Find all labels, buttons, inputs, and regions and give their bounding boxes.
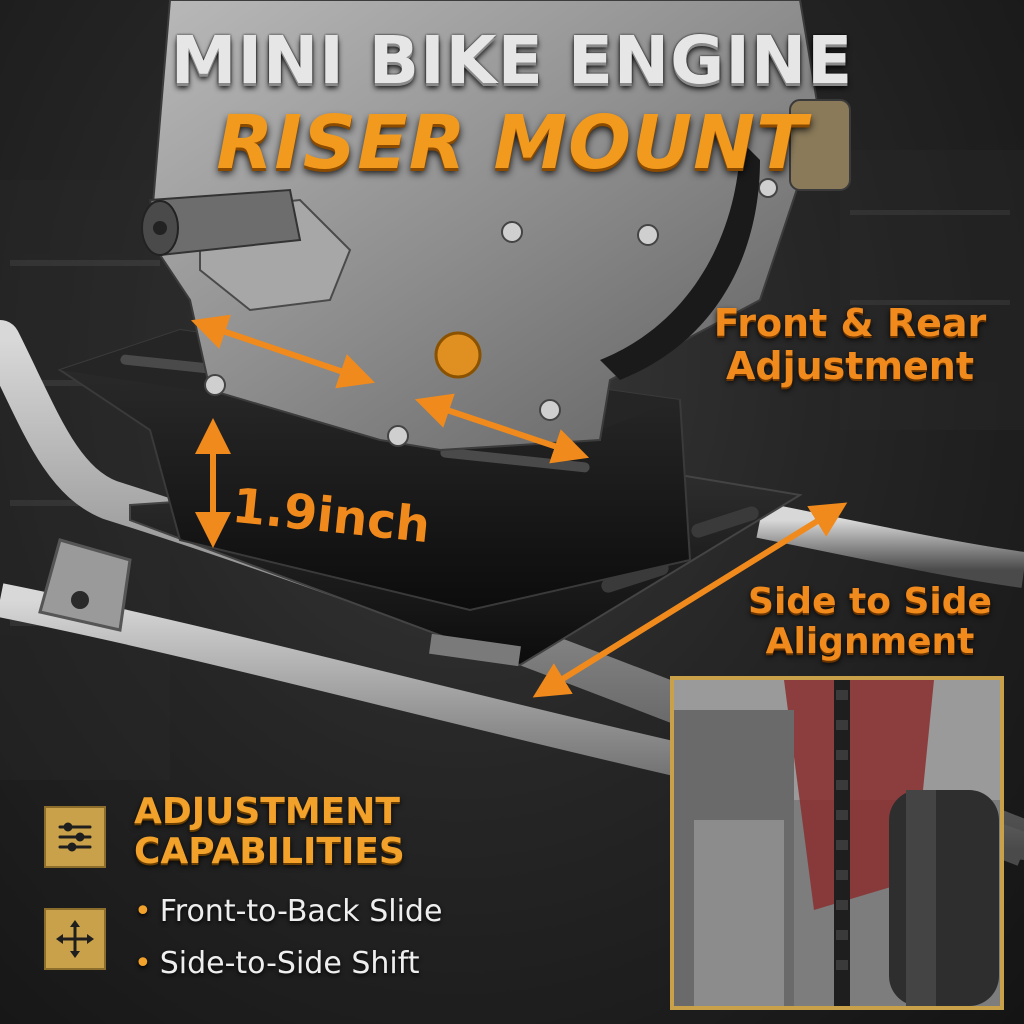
chain-alignment-inset-photo <box>670 676 1004 1010</box>
front-rear-adjustment-label: Front & Rear Adjustment <box>690 302 1010 387</box>
side-line-1: Side to Side <box>748 581 992 622</box>
bullet: • <box>134 946 152 981</box>
title-line-1: MINI BIKE ENGINE <box>170 22 854 99</box>
feature-text: Side-to-Side Shift <box>159 946 420 981</box>
side-line-2: Alignment <box>765 621 975 663</box>
capabilities-heading-line-1: ADJUSTMENT <box>134 791 400 832</box>
move-arrows-icon <box>44 908 106 970</box>
feature-front-to-back: •Front-to-Back Slide <box>134 894 442 929</box>
front-rear-line-1: Front & Rear <box>713 301 987 345</box>
front-rear-arrow-2 <box>414 393 590 464</box>
bullet: • <box>134 894 152 929</box>
adjustment-arrows <box>190 314 848 698</box>
capabilities-heading-line-2: CAPABILITIES <box>134 830 405 872</box>
front-rear-line-2: Adjustment <box>725 343 975 388</box>
feature-text: Front-to-Back Slide <box>159 894 443 929</box>
front-rear-arrow-1 <box>190 314 376 389</box>
side-to-side-alignment-label: Side to Side Alignment <box>720 581 1020 663</box>
feature-side-to-side: •Side-to-Side Shift <box>134 946 420 981</box>
title-line-2: RISER MOUNT <box>216 100 808 186</box>
workshop-background <box>0 150 1024 780</box>
sliders-icon <box>44 806 106 868</box>
capabilities-heading: ADJUSTMENT CAPABILITIES <box>134 792 405 871</box>
side-to-side-arrow <box>532 502 848 698</box>
